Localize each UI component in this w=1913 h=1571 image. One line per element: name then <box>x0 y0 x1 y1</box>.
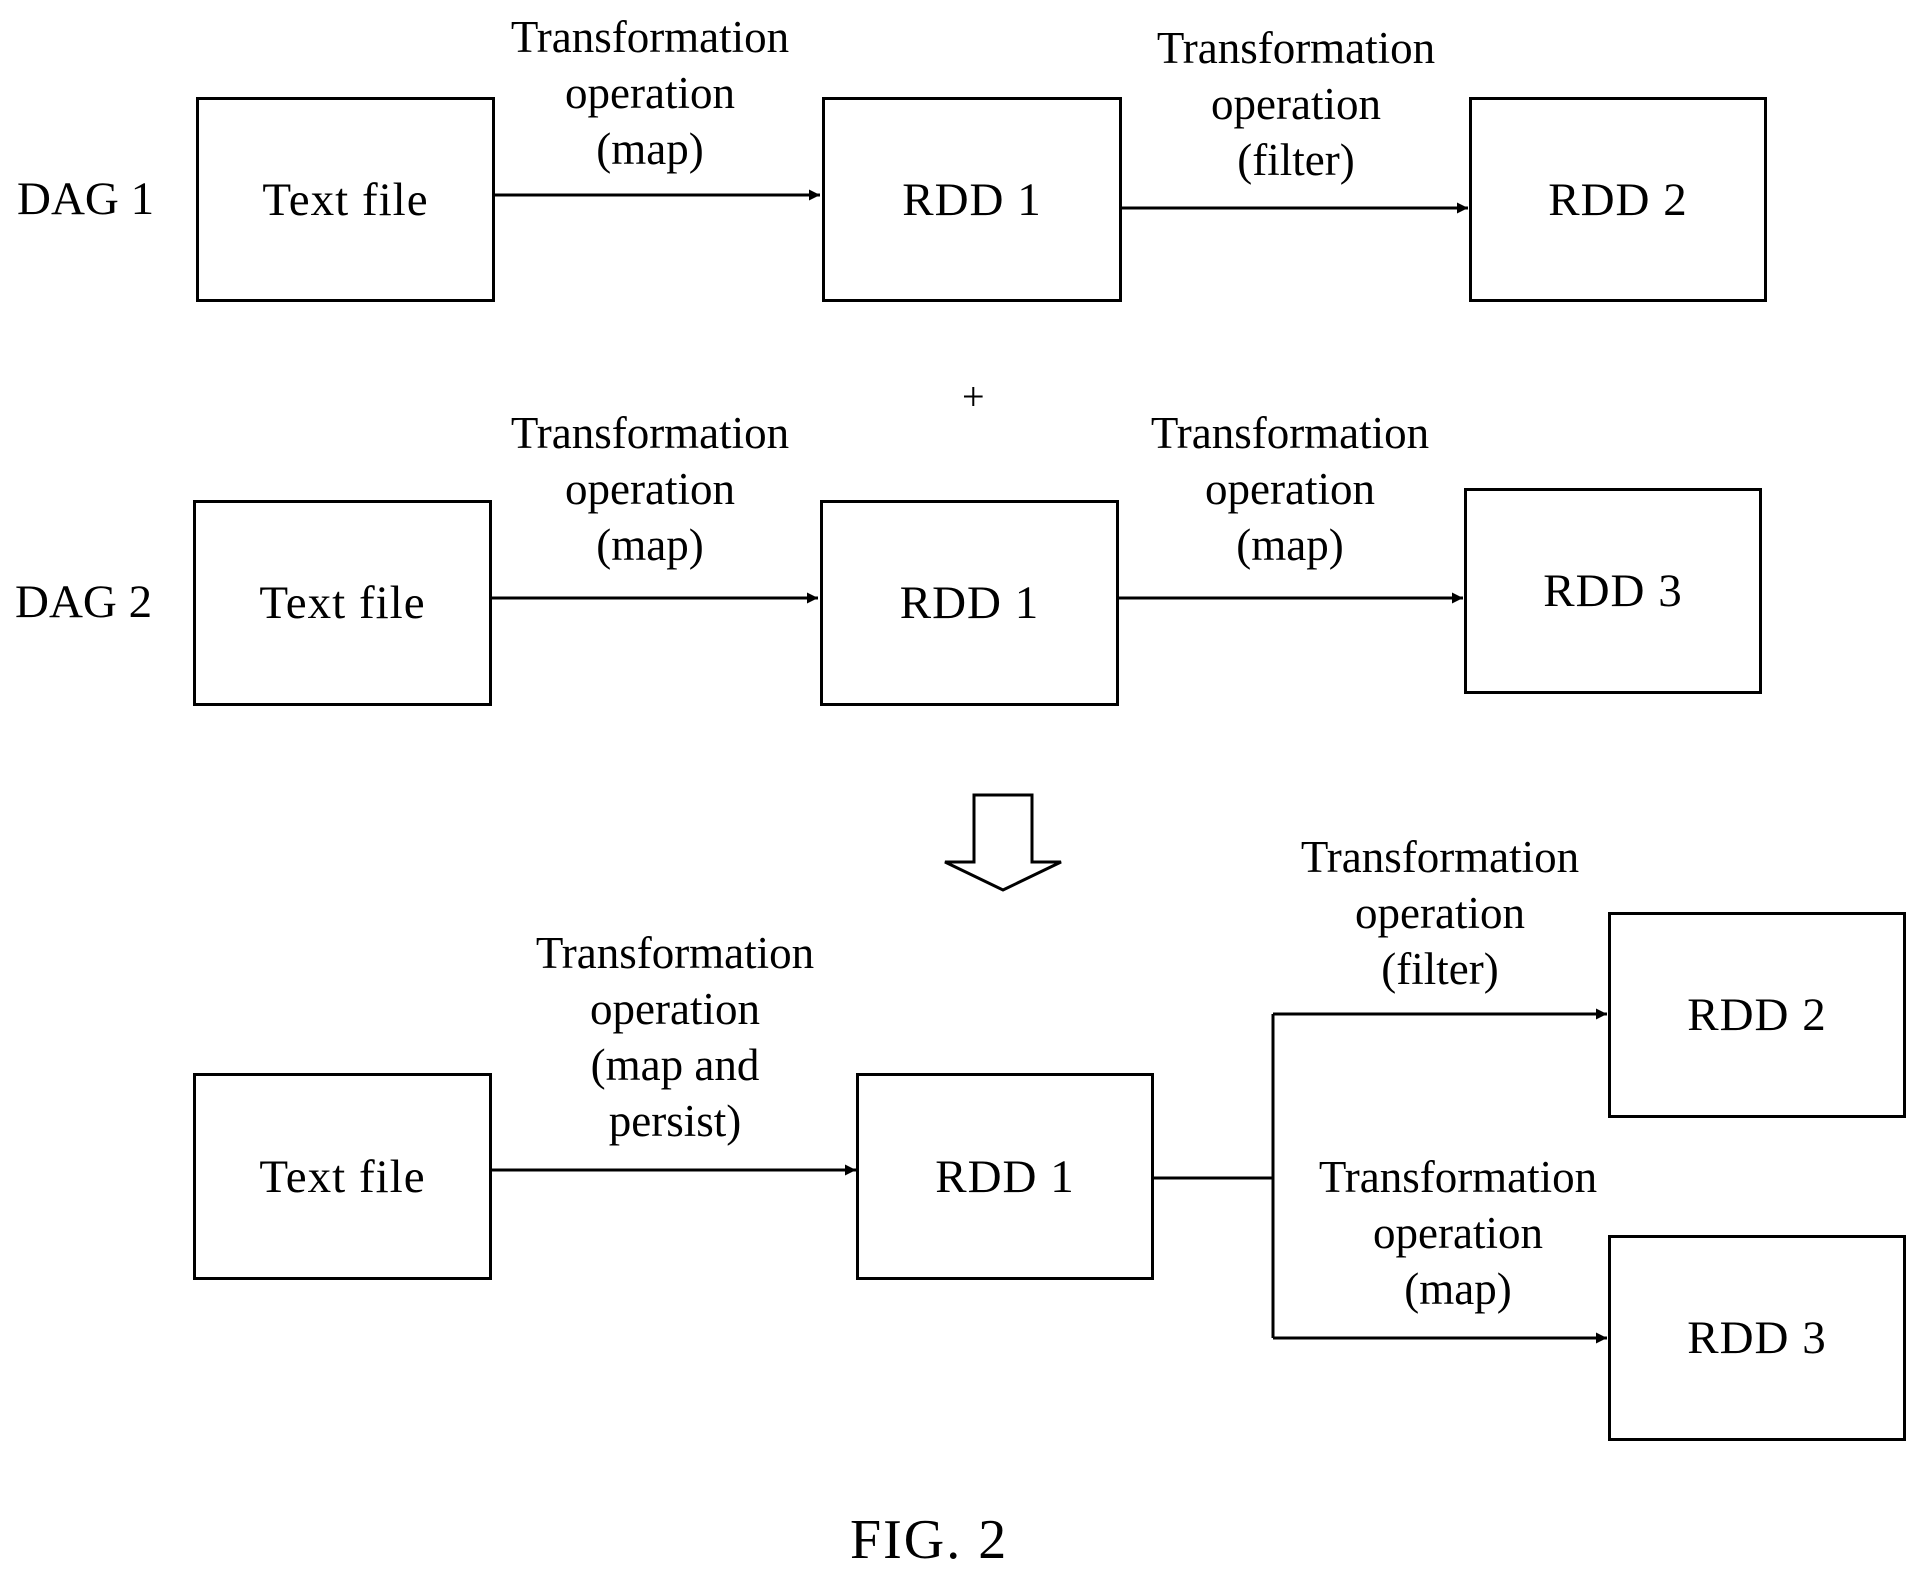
edge-label-line: Transformation <box>1130 405 1450 461</box>
dag2-edge1-label: Transformation operation (map) <box>490 405 810 573</box>
merged-node-text-file: Text file <box>193 1073 492 1280</box>
merged-node-rdd1: RDD 1 <box>856 1073 1154 1280</box>
edge-label-line: Transformation <box>490 405 810 461</box>
node-label: RDD 1 <box>902 173 1041 227</box>
edge-label-line: operation <box>1280 885 1600 941</box>
node-label: RDD 1 <box>900 576 1039 630</box>
dag2-node-text-file: Text file <box>193 500 492 706</box>
dag2-label: DAG 2 <box>15 575 152 629</box>
edge-label-line: operation <box>1298 1205 1618 1261</box>
merge-down-arrow-icon <box>945 795 1061 890</box>
edge-label-line: (map) <box>490 517 810 573</box>
node-label: Text file <box>259 1150 425 1204</box>
dag2-edge2-label: Transformation operation (map) <box>1130 405 1450 573</box>
merged-node-rdd2: RDD 2 <box>1608 912 1906 1118</box>
node-label: RDD 3 <box>1543 564 1682 618</box>
edge-label-line: (map) <box>1298 1261 1618 1317</box>
node-label: Text file <box>259 576 425 630</box>
edge-label-line: (filter) <box>1280 941 1600 997</box>
edge-label-line: (map) <box>490 121 810 177</box>
edge-label-line: Transformation <box>1136 20 1456 76</box>
edge-label-line: Transformation <box>1280 829 1600 885</box>
edge-label-line: Transformation <box>515 925 835 981</box>
combine-plus-symbol: + <box>962 373 985 420</box>
node-label: RDD 3 <box>1687 1311 1826 1365</box>
edge-label-line: operation <box>490 65 810 121</box>
dag2-node-rdd3: RDD 3 <box>1464 488 1762 694</box>
merged-node-rdd3: RDD 3 <box>1608 1235 1906 1441</box>
dag1-node-rdd1: RDD 1 <box>822 97 1122 302</box>
edge-label-line: operation <box>1130 461 1450 517</box>
edge-label-line: persist) <box>515 1093 835 1149</box>
edge-label-line: operation <box>515 981 835 1037</box>
edge-label-line: (map) <box>1130 517 1450 573</box>
merged-edge-map-persist-label: Transformation operation (map and persis… <box>515 925 835 1149</box>
edge-label-line: operation <box>490 461 810 517</box>
dag1-edge2-label: Transformation operation (filter) <box>1136 20 1456 188</box>
dag1-node-text-file: Text file <box>196 97 495 302</box>
edge-label-line: (filter) <box>1136 132 1456 188</box>
dag1-edge1-label: Transformation operation (map) <box>490 9 810 177</box>
node-label: RDD 1 <box>935 1150 1074 1204</box>
edge-label-line: (map and <box>515 1037 835 1093</box>
merged-edge-filter-label: Transformation operation (filter) <box>1280 829 1600 997</box>
edge-label-line: operation <box>1136 76 1456 132</box>
merged-branch-trunk <box>1154 1014 1273 1338</box>
node-label: Text file <box>262 173 428 227</box>
dag1-label: DAG 1 <box>17 172 154 226</box>
edge-label-line: Transformation <box>490 9 810 65</box>
node-label: RDD 2 <box>1548 173 1687 227</box>
node-label: RDD 2 <box>1687 988 1826 1042</box>
merged-edge-map-label: Transformation operation (map) <box>1298 1149 1618 1317</box>
dag1-node-rdd2: RDD 2 <box>1469 97 1767 302</box>
dag2-node-rdd1: RDD 1 <box>820 500 1119 706</box>
edge-label-line: Transformation <box>1298 1149 1618 1205</box>
figure-caption: FIG. 2 <box>850 1508 1008 1571</box>
